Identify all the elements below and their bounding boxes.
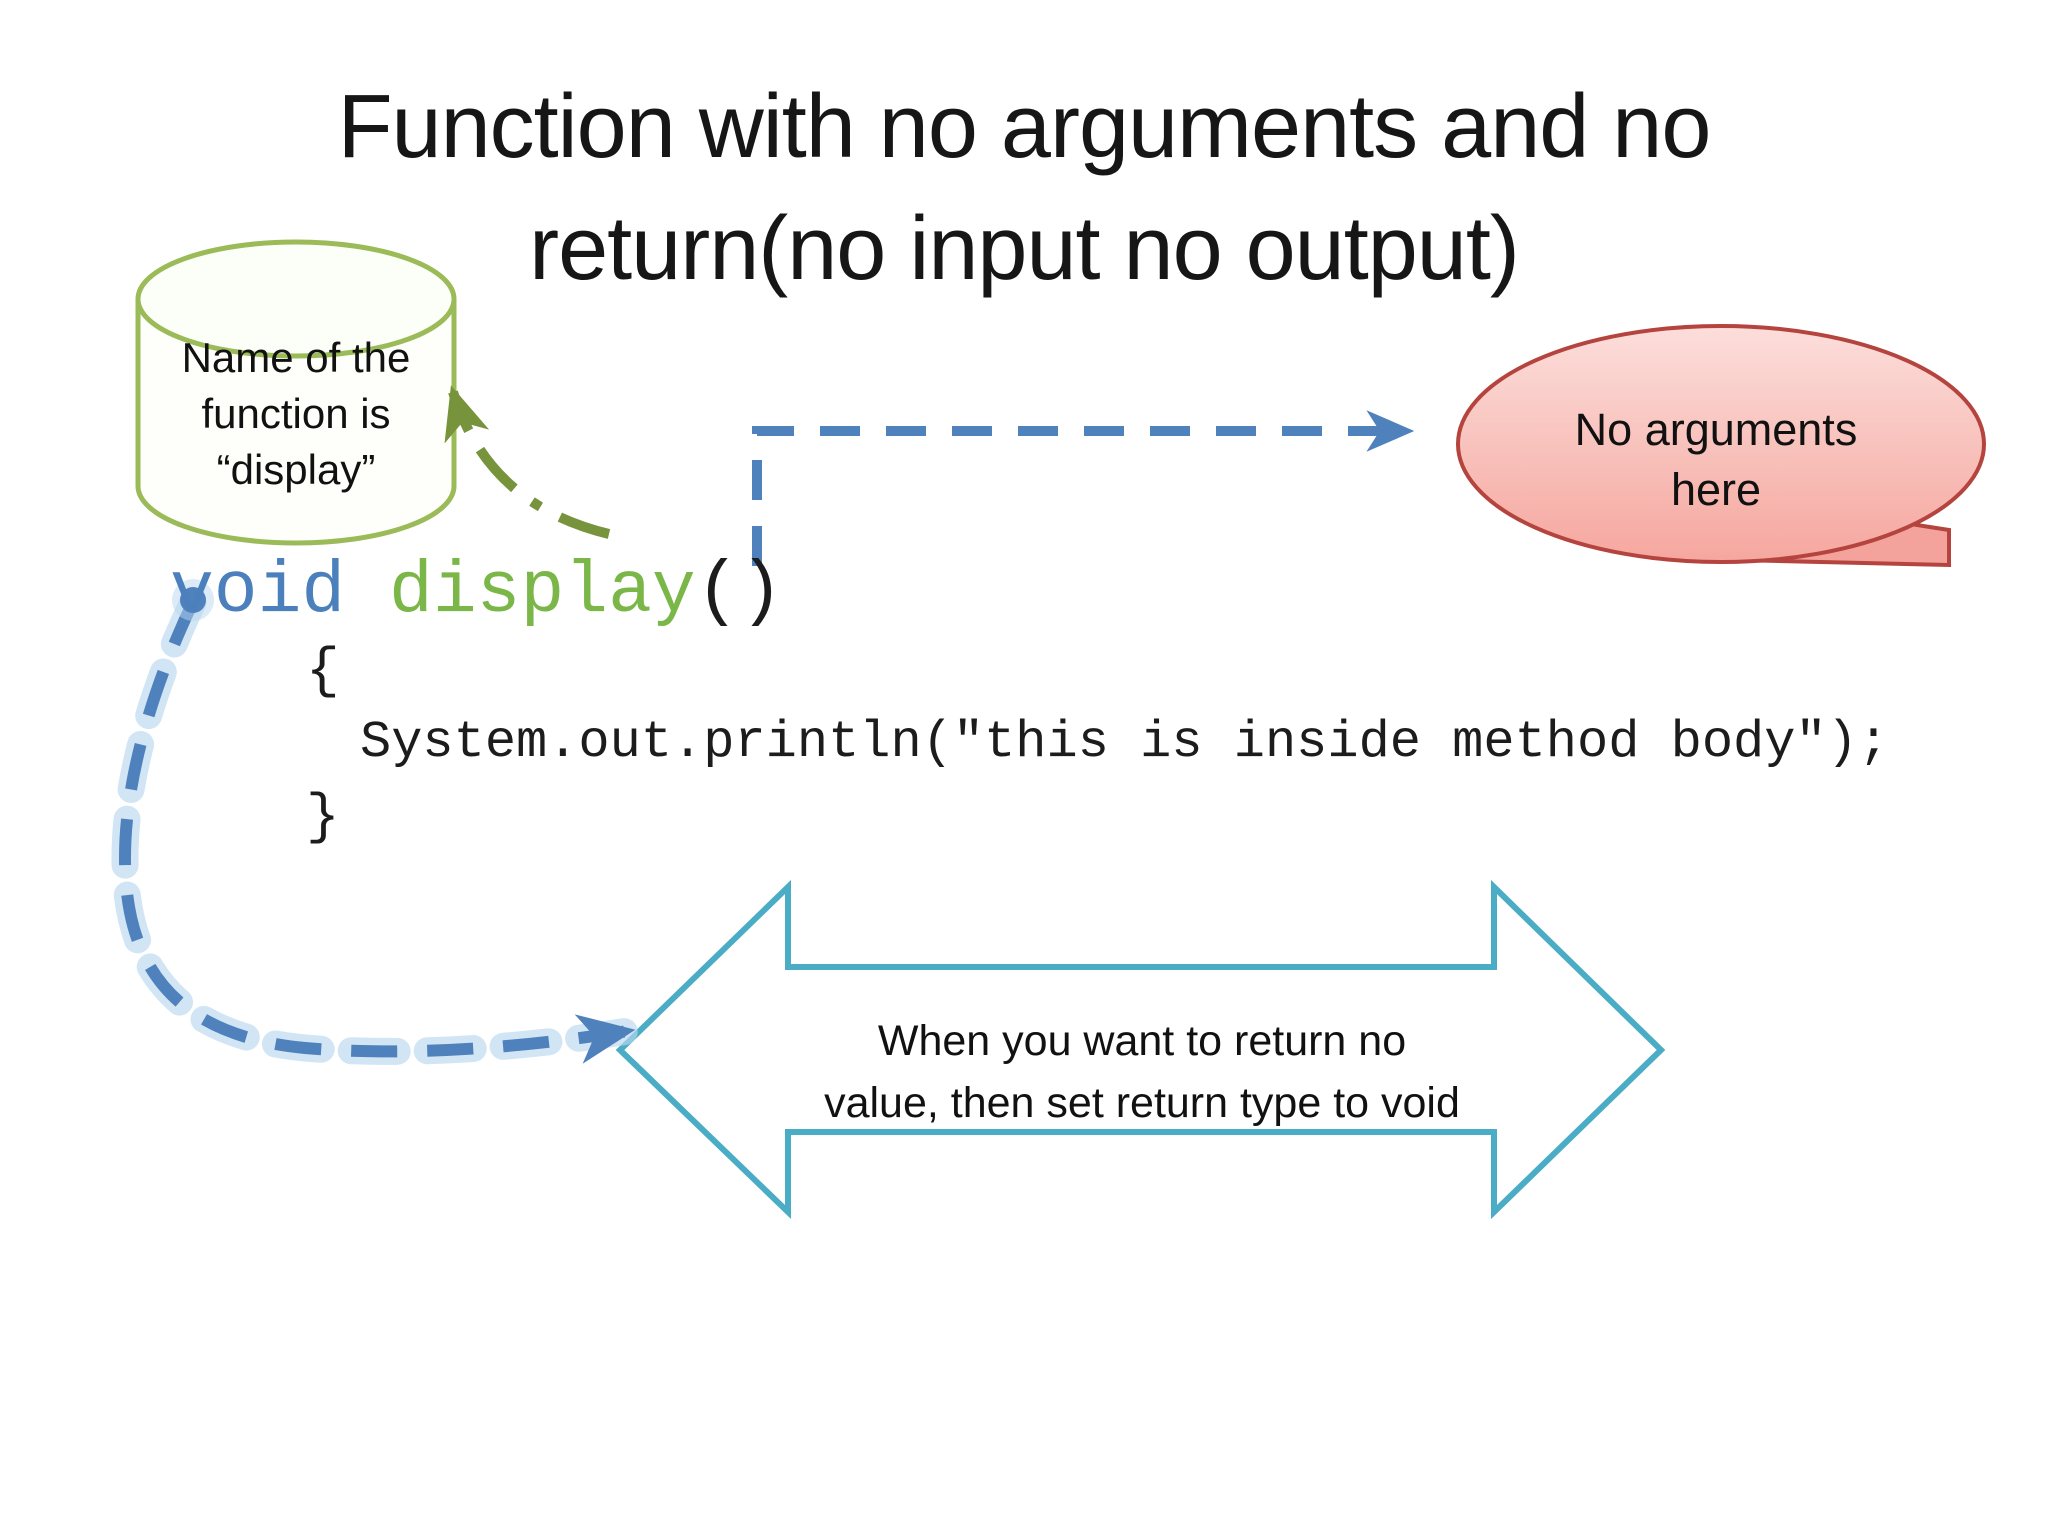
cylinder-label-line3: “display”	[216, 446, 376, 493]
callout-label-line2: here	[1670, 464, 1762, 515]
no-arguments-connector	[752, 410, 1415, 566]
void-arrow-dashes	[119, 599, 636, 1064]
function-name-cylinder	[135, 239, 457, 546]
no-arguments-callout	[1456, 324, 1986, 568]
slide-title-line2: return(no input no output)	[529, 199, 1520, 299]
code-close-brace: }	[306, 785, 340, 849]
return-arrow-label-line2: value, then set return type to void	[824, 1079, 1460, 1127]
void-arrow-start-dot	[180, 587, 206, 613]
callout-label-line1: No arguments	[1574, 404, 1858, 455]
cylinder-label-line2: function is	[201, 390, 391, 437]
void-arrow-glow	[111, 588, 642, 1065]
cylinder-label-line1: Name of the	[181, 334, 411, 381]
slide-title: Function with no arguments and no return…	[0, 66, 2048, 310]
function-name-arrow	[444, 385, 611, 539]
code-keyword-void: void	[170, 550, 390, 633]
code-signature-line: void display()	[170, 552, 783, 632]
cylinder-label: Name of the function is “display”	[182, 330, 411, 498]
return-arrow-label-line1: When you want to return no	[877, 1017, 1407, 1065]
return-type-arrow-shape	[615, 879, 1666, 1220]
cylinder-top	[135, 239, 457, 359]
slide-title-line1: Function with no arguments and no	[337, 77, 1712, 177]
code-parentheses: ()	[695, 550, 784, 633]
code-function-name: display	[389, 550, 696, 633]
code-println-statement: System.out.println("this is inside metho…	[360, 713, 1890, 772]
void-to-return-arrow	[111, 579, 642, 1065]
cylinder-body	[135, 299, 457, 546]
code-open-brace: {	[306, 639, 340, 703]
return-arrow-label: When you want to return no value, then s…	[692, 1010, 1592, 1134]
callout-label: No arguments here	[1575, 400, 1858, 520]
callout-bubble	[1456, 324, 1986, 564]
